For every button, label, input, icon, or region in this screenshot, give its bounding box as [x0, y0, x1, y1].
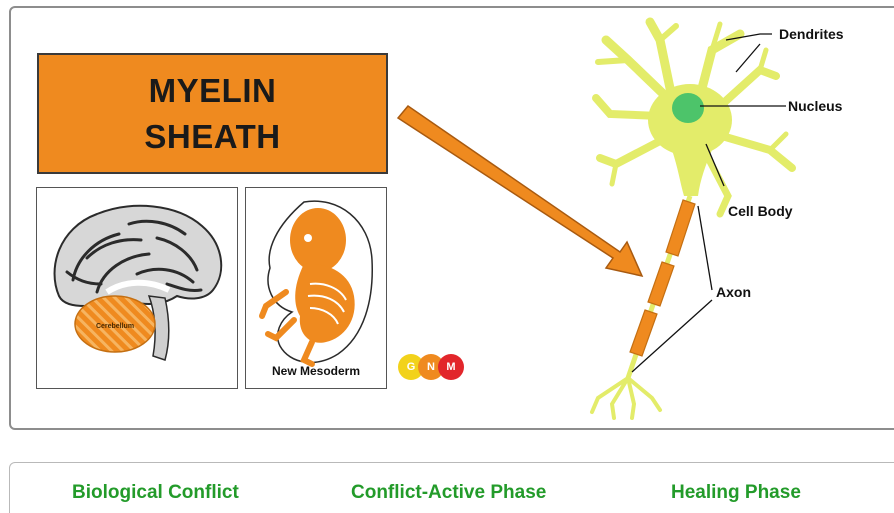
- neuron-diagram: [0, 0, 894, 440]
- dendrites-label: Dendrites: [779, 26, 844, 42]
- axon-terminals: [592, 378, 660, 418]
- nav-link-healing-phase[interactable]: Healing Phase: [671, 482, 801, 504]
- nucleus-label: Nucleus: [788, 98, 842, 114]
- phase-navigation-bar: Biological Conflict Conflict-Active Phas…: [9, 462, 894, 513]
- nucleus-shape: [672, 93, 704, 123]
- axon-hillock: [672, 150, 712, 196]
- nav-link-biological-conflict[interactable]: Biological Conflict: [72, 482, 239, 504]
- nav-link-conflict-active-phase[interactable]: Conflict-Active Phase: [351, 482, 546, 504]
- axon-shape: [628, 196, 695, 378]
- axon-label: Axon: [716, 284, 751, 300]
- pointer-arrow: [398, 106, 642, 276]
- cell-body-label: Cell Body: [728, 203, 793, 219]
